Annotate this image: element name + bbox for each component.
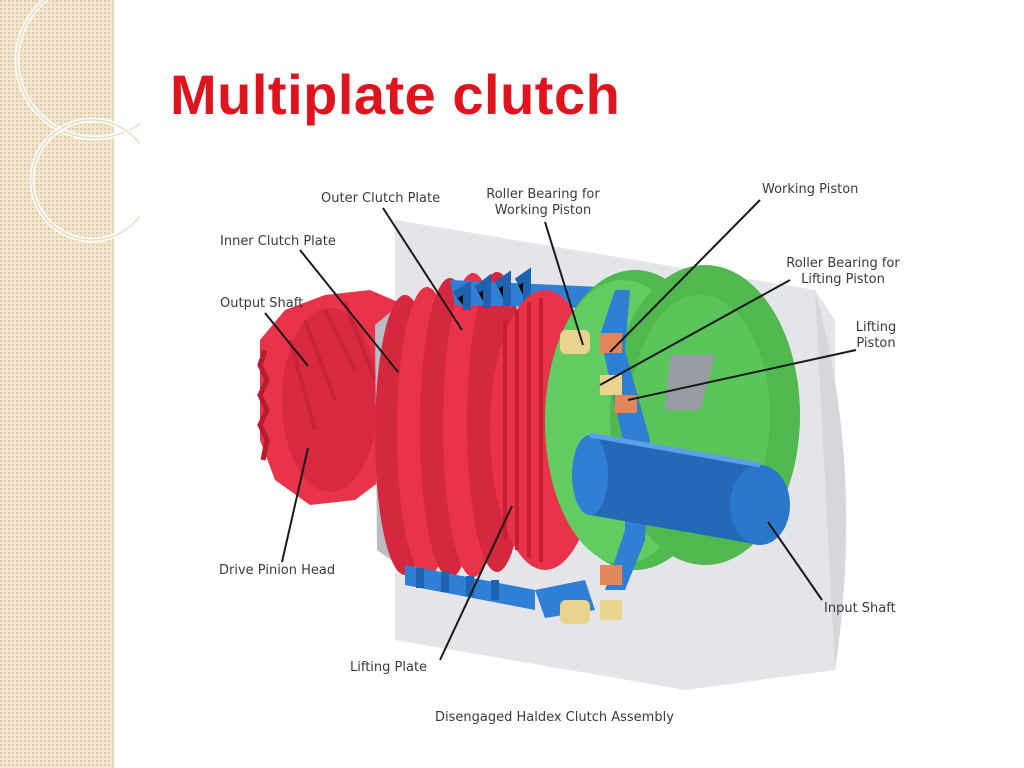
label-input-shaft: Input Shaft bbox=[824, 601, 896, 616]
decorative-rings bbox=[14, 0, 140, 243]
label-lifting-piston: Lifting Piston bbox=[846, 320, 906, 352]
label-roller-bearing-working-piston: Roller Bearing for Working Piston bbox=[484, 187, 602, 219]
label-lifting-plate: Lifting Plate bbox=[350, 660, 428, 675]
label-inner-clutch-plate: Inner Clutch Plate bbox=[220, 234, 336, 249]
label-lifting-piston-l2: Piston bbox=[856, 336, 896, 351]
input-shaft bbox=[572, 432, 790, 545]
label-outer-clutch-plate: Outer Clutch Plate bbox=[321, 191, 441, 206]
label-roller-bearing-working-l1: Roller Bearing for bbox=[486, 187, 600, 202]
piston-bracket bbox=[665, 355, 715, 410]
label-output-shaft: Output Shaft bbox=[220, 296, 304, 311]
clutch-diagram bbox=[257, 220, 847, 690]
label-drive-pinion-head: Drive Pinion Head bbox=[219, 563, 336, 578]
label-roller-bearing-lifting-l2: Lifting Piston bbox=[801, 272, 885, 287]
label-roller-bearing-lifting-piston: Roller Bearing for Lifting Piston bbox=[782, 256, 904, 288]
diagram-caption: Disengaged Haldex Clutch Assembly bbox=[435, 710, 674, 725]
label-roller-bearing-lifting-l1: Roller Bearing for bbox=[786, 256, 900, 271]
roller-bearings bbox=[560, 330, 637, 624]
label-working-piston: Working Piston bbox=[762, 182, 859, 197]
slide-title: Multiplate clutch bbox=[170, 63, 621, 126]
label-lifting-piston-l1: Lifting bbox=[855, 320, 897, 335]
label-roller-bearing-working-l2: Working Piston bbox=[494, 203, 592, 218]
